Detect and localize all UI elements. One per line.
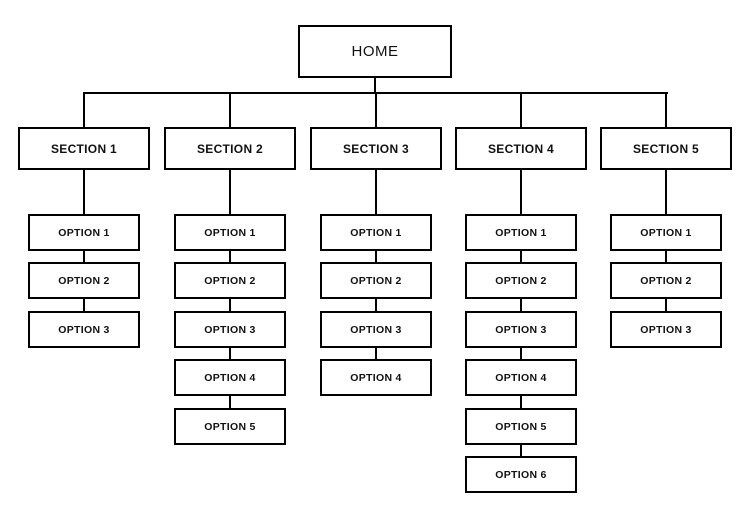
connector-drop-section-5 bbox=[665, 92, 667, 128]
section-1-option-1-node: OPTION 1 bbox=[28, 214, 140, 251]
section-2-option-1-node: OPTION 1 bbox=[174, 214, 286, 251]
section-3-node: SECTION 3 bbox=[310, 127, 442, 170]
section-5-node: SECTION 5 bbox=[600, 127, 732, 170]
section-2-option-3-node: OPTION 3 bbox=[174, 311, 286, 348]
connector-drop-section-2 bbox=[229, 92, 231, 128]
section-4-option-6-node: OPTION 6 bbox=[465, 456, 577, 493]
section-2-option-5-node: OPTION 5 bbox=[174, 408, 286, 445]
section-3-option-2-node: OPTION 2 bbox=[320, 262, 432, 299]
section-2-option-2-node: OPTION 2 bbox=[174, 262, 286, 299]
connector-drop-section-1 bbox=[83, 92, 85, 128]
section-5-option-3-node: OPTION 3 bbox=[610, 311, 722, 348]
home-node: HOME bbox=[298, 25, 452, 78]
section-4-node: SECTION 4 bbox=[455, 127, 587, 170]
connector-home-stem bbox=[374, 78, 376, 93]
section-4-option-1-node: OPTION 1 bbox=[465, 214, 577, 251]
section-5-option-2-node: OPTION 2 bbox=[610, 262, 722, 299]
section-1-node: SECTION 1 bbox=[18, 127, 150, 170]
section-4-option-3-node: OPTION 3 bbox=[465, 311, 577, 348]
section-3-option-4-node: OPTION 4 bbox=[320, 359, 432, 396]
section-4-option-5-node: OPTION 5 bbox=[465, 408, 577, 445]
section-4-option-2-node: OPTION 2 bbox=[465, 262, 577, 299]
section-2-option-4-node: OPTION 4 bbox=[174, 359, 286, 396]
section-4-option-4-node: OPTION 4 bbox=[465, 359, 577, 396]
section-3-option-3-node: OPTION 3 bbox=[320, 311, 432, 348]
section-1-option-2-node: OPTION 2 bbox=[28, 262, 140, 299]
section-1-option-3-node: OPTION 3 bbox=[28, 311, 140, 348]
connector-drop-section-3 bbox=[375, 92, 377, 128]
section-3-option-1-node: OPTION 1 bbox=[320, 214, 432, 251]
section-5-option-1-node: OPTION 1 bbox=[610, 214, 722, 251]
connector-drop-section-4 bbox=[520, 92, 522, 128]
section-2-node: SECTION 2 bbox=[164, 127, 296, 170]
